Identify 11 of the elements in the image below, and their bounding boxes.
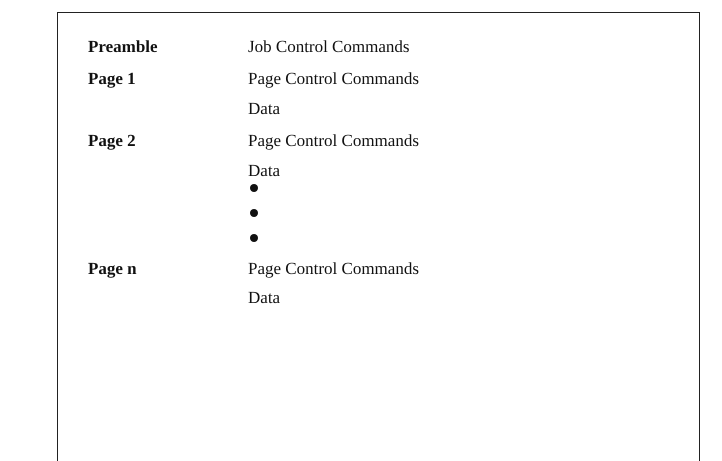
content-label: Data	[248, 161, 280, 181]
section-label: Page n	[88, 259, 137, 279]
content-label: Job Control Commands	[248, 37, 410, 57]
section-label: Page 2	[88, 131, 136, 151]
section-label: Page 1	[88, 69, 136, 89]
content-label: Page Control Commands	[248, 69, 419, 89]
content-label: Data	[248, 99, 280, 119]
content-label: Data	[248, 288, 280, 308]
section-label: Preamble	[88, 37, 158, 57]
content-label: Page Control Commands	[248, 131, 419, 151]
content-label: Page Control Commands	[248, 259, 419, 279]
